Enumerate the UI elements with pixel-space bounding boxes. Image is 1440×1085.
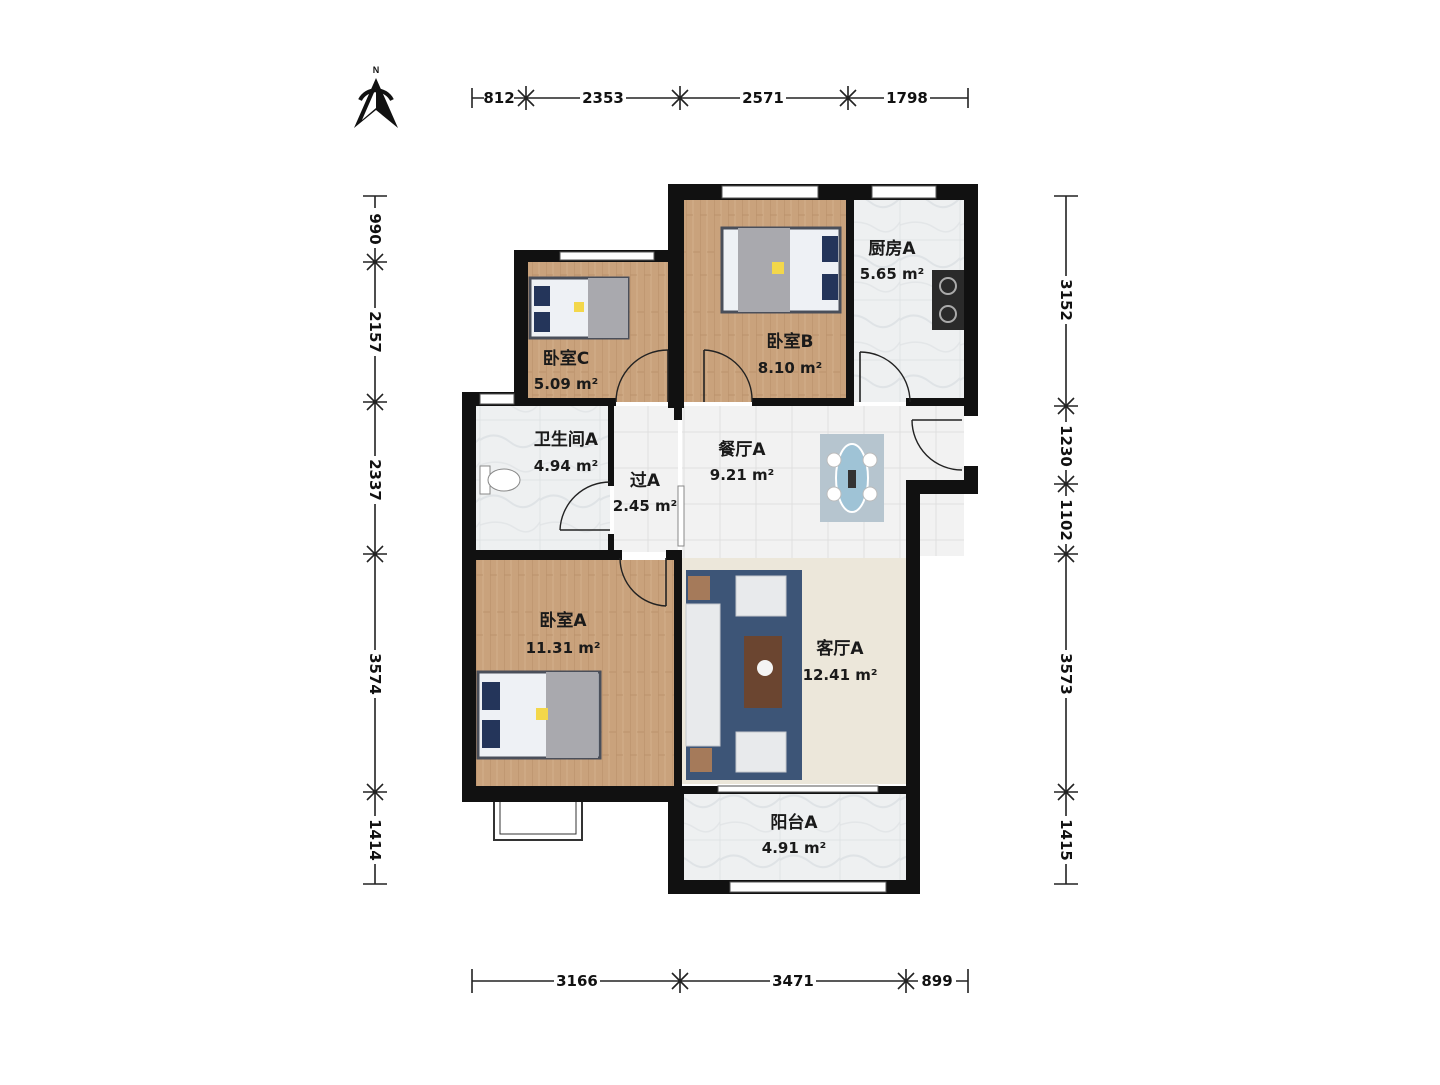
dimension-line-bottom: 3166 3471 899 bbox=[471, 969, 969, 993]
room-label-bathroom-a: 卫生间A 4.94 m² bbox=[534, 429, 599, 475]
svg-text:卧室A: 卧室A bbox=[539, 610, 587, 631]
svg-text:1798: 1798 bbox=[886, 89, 928, 107]
bed-icon bbox=[528, 276, 630, 340]
svg-text:厨房A: 厨房A bbox=[868, 238, 916, 259]
room-label-kitchen-a: 厨房A 5.65 m² bbox=[860, 238, 924, 283]
svg-text:3574: 3574 bbox=[366, 653, 384, 695]
svg-text:11.31 m²: 11.31 m² bbox=[526, 639, 601, 657]
windows bbox=[479, 185, 937, 893]
svg-text:990: 990 bbox=[366, 213, 384, 244]
svg-text:899: 899 bbox=[921, 972, 952, 990]
svg-text:3152: 3152 bbox=[1057, 279, 1075, 321]
svg-text:2.45 m²: 2.45 m² bbox=[613, 497, 677, 515]
room-label-bedroom-a: 卧室A 11.31 m² bbox=[526, 610, 601, 657]
svg-text:5.65 m²: 5.65 m² bbox=[860, 265, 924, 283]
svg-text:1414: 1414 bbox=[366, 819, 384, 861]
dimension-line-top: 812 2353 2571 1798 bbox=[471, 86, 969, 110]
svg-text:客厅A: 客厅A bbox=[815, 638, 864, 659]
svg-text:卫生间A: 卫生间A bbox=[534, 429, 599, 450]
room-label-balcony-a: 阳台A 4.91 m² bbox=[762, 812, 826, 857]
dimension-line-left: 990 2157 2337 3574 1414 bbox=[363, 195, 387, 885]
north-compass-icon: N bbox=[354, 65, 398, 128]
svg-text:3166: 3166 bbox=[556, 972, 598, 990]
svg-text:4.91 m²: 4.91 m² bbox=[762, 839, 826, 857]
bed-icon bbox=[720, 226, 842, 314]
svg-text:3573: 3573 bbox=[1057, 653, 1075, 695]
svg-text:9.21 m²: 9.21 m² bbox=[710, 466, 774, 484]
svg-text:卧室C: 卧室C bbox=[543, 348, 589, 369]
svg-text:2337: 2337 bbox=[366, 459, 384, 501]
svg-text:1415: 1415 bbox=[1057, 819, 1075, 861]
doors bbox=[559, 349, 963, 607]
room-label-bedroom-b: 卧室B 8.10 m² bbox=[758, 331, 822, 377]
svg-text:812: 812 bbox=[483, 89, 514, 107]
sofa-set-icon bbox=[685, 570, 802, 780]
dining-table-icon bbox=[820, 434, 884, 522]
svg-text:8.10 m²: 8.10 m² bbox=[758, 359, 822, 377]
svg-text:餐厅A: 餐厅A bbox=[718, 439, 766, 460]
svg-text:5.09 m²: 5.09 m² bbox=[534, 375, 598, 393]
svg-text:12.41 m²: 12.41 m² bbox=[803, 666, 878, 684]
svg-text:过A: 过A bbox=[630, 471, 661, 491]
svg-text:2353: 2353 bbox=[582, 89, 624, 107]
stove-icon bbox=[932, 270, 964, 330]
room-label-dining-a: 餐厅A 9.21 m² bbox=[710, 439, 774, 484]
svg-text:1102: 1102 bbox=[1057, 499, 1075, 541]
svg-text:1230: 1230 bbox=[1057, 425, 1075, 467]
compass-label: N bbox=[373, 65, 380, 75]
dimension-line-right: 3152 1230 1102 3573 1415 bbox=[1054, 195, 1078, 885]
balcony-a-floor bbox=[684, 794, 906, 880]
bed-icon bbox=[476, 670, 602, 760]
svg-text:阳台A: 阳台A bbox=[770, 812, 818, 833]
toilet-icon bbox=[479, 465, 521, 495]
svg-text:2571: 2571 bbox=[742, 89, 784, 107]
hall-a-floor bbox=[614, 406, 678, 552]
room-label-living-a: 客厅A 12.41 m² bbox=[803, 638, 878, 684]
svg-text:4.94 m²: 4.94 m² bbox=[534, 457, 598, 475]
room-label-bedroom-c: 卧室C 5.09 m² bbox=[534, 348, 598, 393]
svg-text:卧室B: 卧室B bbox=[767, 331, 814, 352]
room-label-hall-a: 过A 2.45 m² bbox=[613, 471, 677, 515]
svg-text:2157: 2157 bbox=[366, 311, 384, 353]
svg-text:3471: 3471 bbox=[772, 972, 814, 990]
